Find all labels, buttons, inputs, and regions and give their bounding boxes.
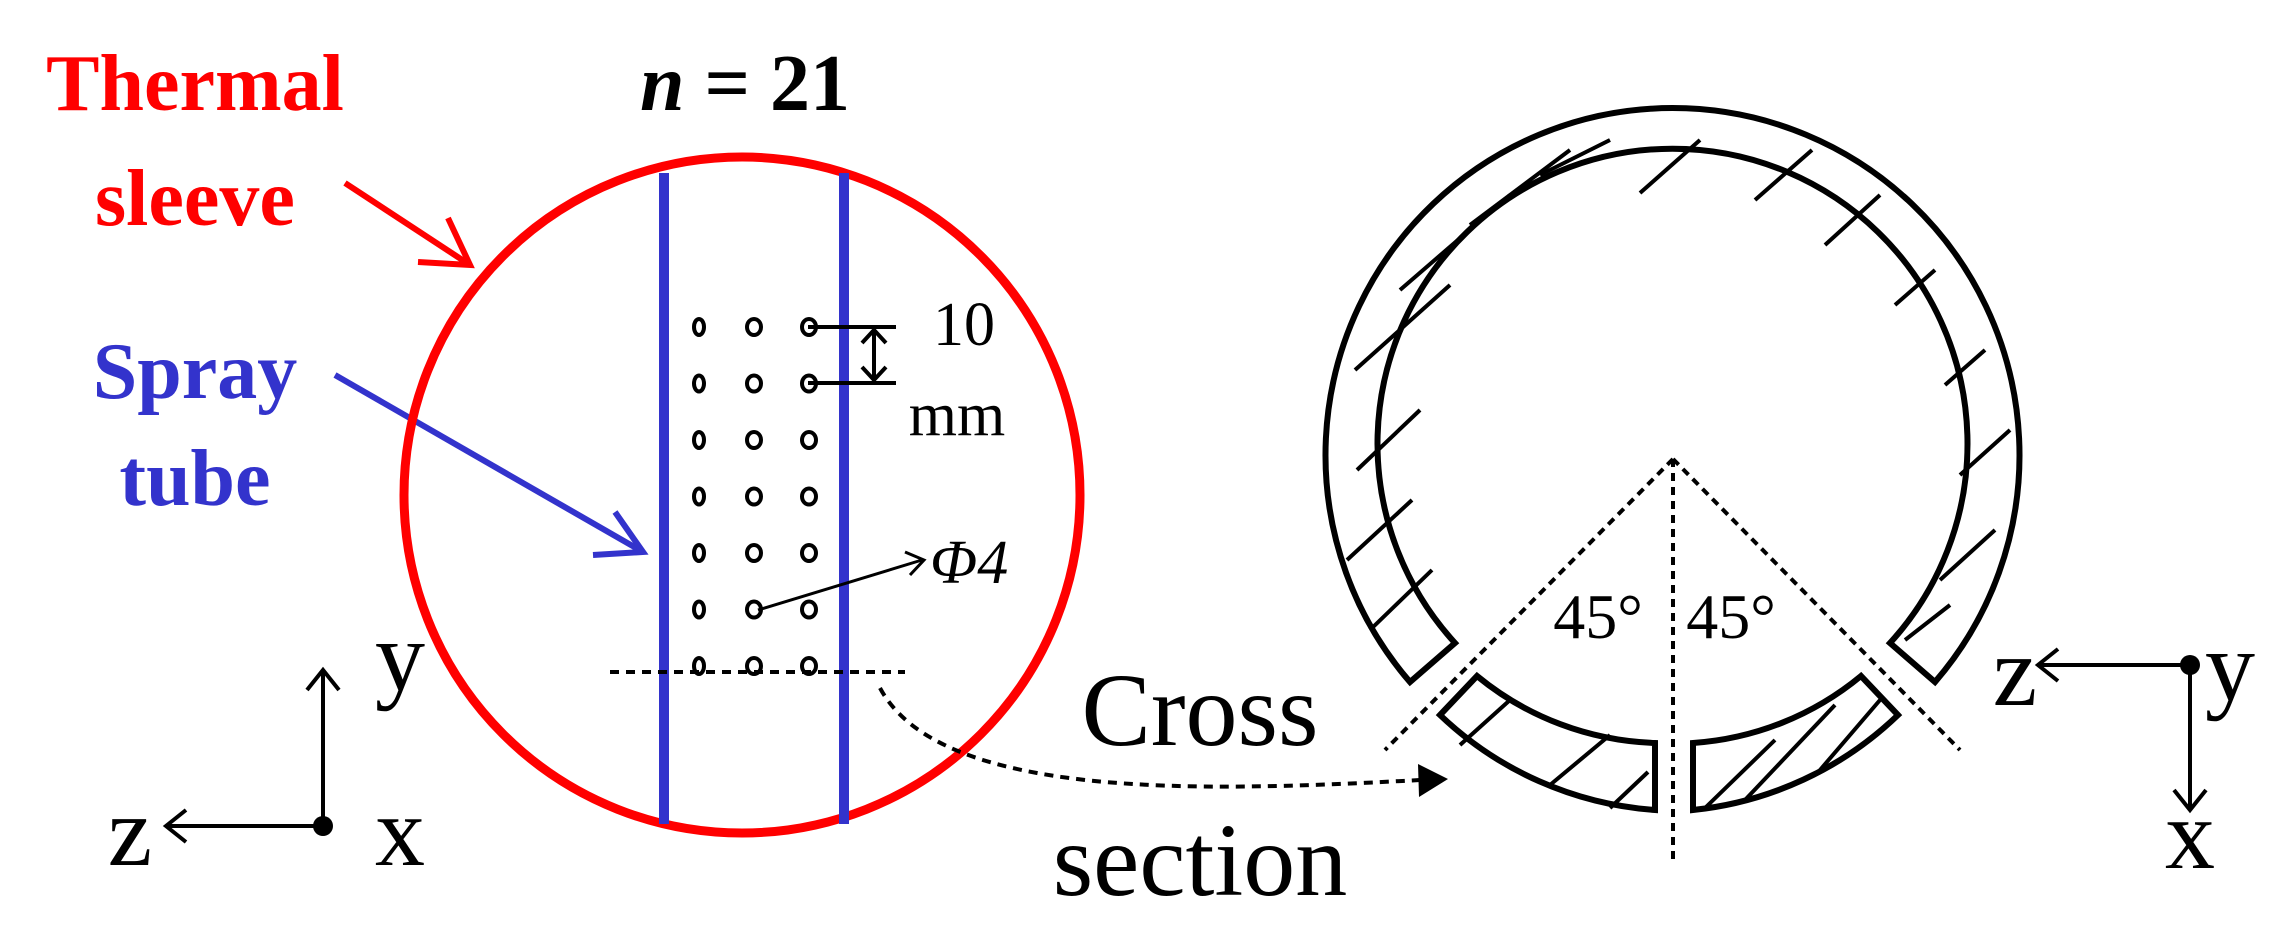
left-axis-z-label: z [108, 776, 152, 887]
thermal-sleeve-pointer-arrow [343, 180, 475, 269]
hole-diameter-symbol: Φ [930, 529, 977, 597]
spray-hole [692, 373, 706, 394]
cross-section-label-line1: Cross [1082, 653, 1319, 768]
cross-section-pointer-arrow [878, 687, 1421, 789]
spacing-unit-label: mm [909, 381, 1005, 449]
thermal-sleeve-circle [399, 152, 1085, 838]
spray-hole [800, 543, 818, 563]
right-axis-z-label: z [1993, 616, 2037, 727]
hole-diameter-label: Φ4 [930, 529, 1008, 597]
right-axis-y-label: y [2205, 611, 2255, 722]
spacing-value-label: 10 [933, 291, 995, 359]
hole-diameter-leader-arrow [757, 550, 927, 612]
spray-hole-grid [692, 317, 818, 676]
spray-tube-pointer-arrow [333, 372, 649, 558]
thermal-sleeve-label-line1: Thermal [46, 40, 344, 128]
thermal-sleeve-label-line2: sleeve [95, 155, 295, 243]
hole-diameter-value: 4 [977, 529, 1008, 597]
spray-hole [692, 486, 706, 507]
spray-hole [692, 599, 706, 620]
spray-hole [745, 317, 763, 337]
angle-left-label: 45° [1553, 581, 1643, 652]
spray-tube-label-line2: tube [119, 435, 270, 523]
hole-count-value: = 21 [684, 40, 850, 128]
spray-hole [745, 486, 763, 507]
angle-right-label: 45° [1686, 581, 1776, 652]
left-axis-y-label: y [375, 601, 425, 712]
right-coordinate-axes [2034, 647, 2208, 814]
spray-hole [800, 430, 818, 450]
spray-hole [745, 373, 763, 394]
spray-hole [692, 430, 706, 450]
spray-tube-label-line1: Spray [93, 328, 298, 416]
cross-section-hatching [1345, 138, 2012, 810]
spray-hole [692, 543, 706, 563]
right-axis-x-label: x [2165, 779, 2215, 890]
angle-reference-lines [1383, 457, 1962, 860]
spacing-dimension [808, 325, 896, 385]
left-coordinate-axes [162, 666, 341, 844]
cross-section-label-line2: section [1053, 803, 1348, 918]
spray-hole [800, 486, 818, 507]
hole-count-label: n = 21 [640, 40, 850, 128]
spray-hole [745, 543, 763, 563]
spray-hole [692, 317, 706, 337]
spray-hole [745, 430, 763, 450]
cross-section-arrowhead [1418, 764, 1448, 797]
left-axis-x-label: x [375, 776, 425, 887]
spray-hole [800, 599, 818, 620]
hole-count-symbol: n [640, 40, 685, 128]
